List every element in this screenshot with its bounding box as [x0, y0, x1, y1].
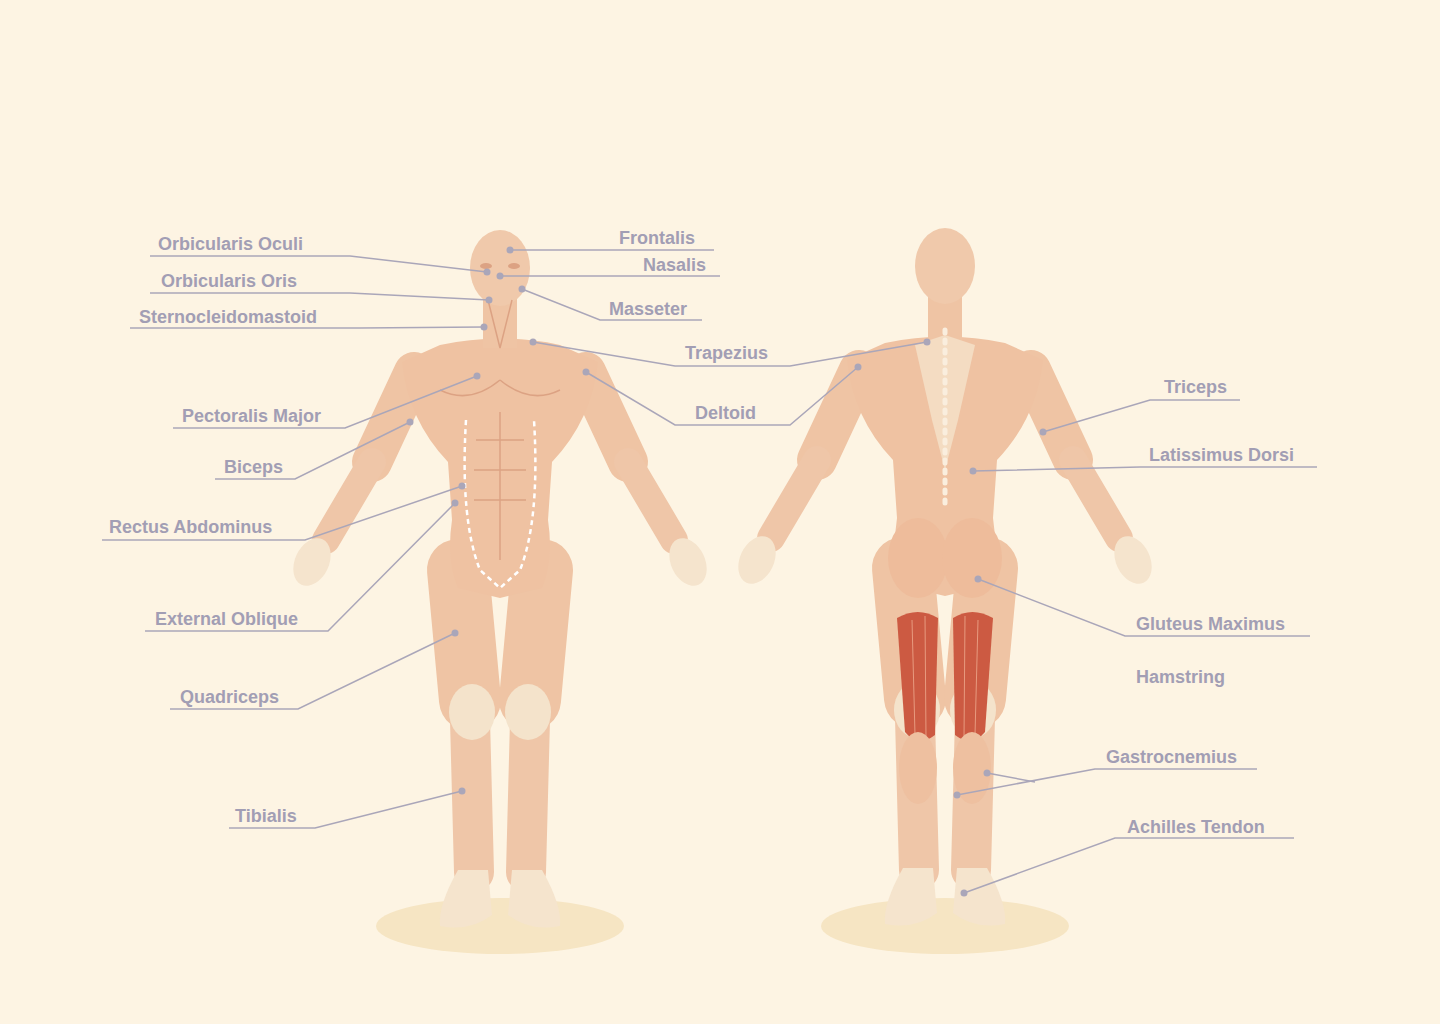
muscle-label: Orbicularis Oculi	[158, 232, 303, 256]
muscle-label: Latissimus Dorsi	[1149, 443, 1294, 467]
muscle-label: Gluteus Maximus	[1136, 612, 1285, 636]
muscle-label: Sternocleidomastoid	[139, 305, 317, 329]
muscle-label: Hamstring	[1136, 665, 1225, 689]
muscle-label: Frontalis	[619, 226, 695, 250]
muscle-label: Rectus Abdominus	[109, 515, 272, 539]
muscle-label: Tibialis	[235, 804, 297, 828]
muscle-label: Achilles Tendon	[1127, 815, 1265, 839]
muscle-label: Masseter	[609, 297, 687, 321]
muscle-label: Nasalis	[643, 253, 706, 277]
muscle-label: Trapezius	[685, 341, 768, 365]
muscle-label: Orbicularis Oris	[161, 269, 297, 293]
muscle-label: Triceps	[1164, 375, 1227, 399]
muscle-label: Quadriceps	[180, 685, 279, 709]
muscle-label: Deltoid	[695, 401, 756, 425]
muscle-label: Pectoralis Major	[182, 404, 321, 428]
muscle-label: Biceps	[224, 455, 283, 479]
muscle-label: External Oblique	[155, 607, 298, 631]
muscle-label: Gastrocnemius	[1106, 745, 1237, 769]
